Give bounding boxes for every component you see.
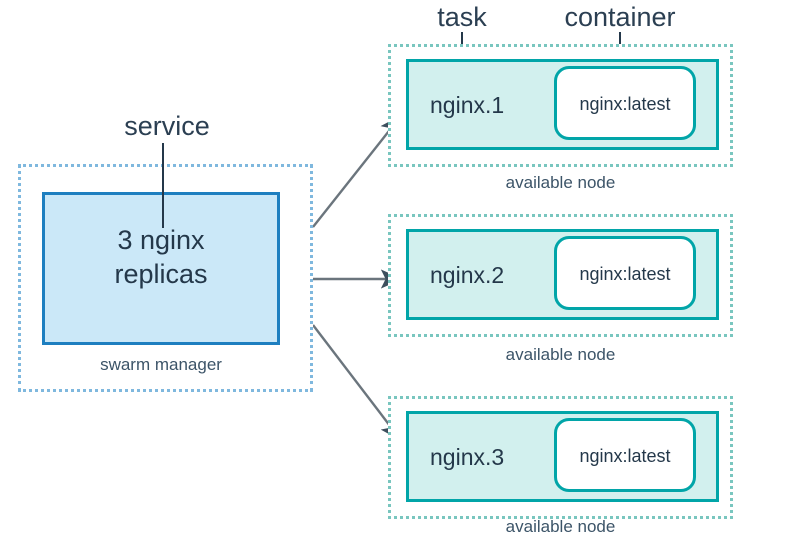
container-box-2[interactable] xyxy=(554,236,696,310)
service-box[interactable] xyxy=(42,192,280,345)
task-label-1: nginx.1 xyxy=(430,92,505,118)
container-box-1[interactable] xyxy=(554,66,696,140)
task-label-3: nginx.3 xyxy=(430,444,505,470)
container-label-3: nginx:latest xyxy=(579,446,671,466)
container-label-1: nginx:latest xyxy=(579,94,671,114)
callout-label-service: service xyxy=(124,111,210,141)
arrow-service-to-node-1 xyxy=(312,115,402,228)
callout-label-container: container xyxy=(564,2,676,32)
task-label-2: nginx.2 xyxy=(430,262,505,288)
container-label-2: nginx:latest xyxy=(579,264,671,284)
available-node-caption-2: available node xyxy=(505,345,616,364)
leader-line-service xyxy=(162,143,164,228)
available-node-caption-3: available node xyxy=(505,517,616,536)
callout-label-task: task xyxy=(437,2,487,32)
container-box-3[interactable] xyxy=(554,418,696,492)
service-box-label: 3 nginx replicas xyxy=(114,225,208,289)
arrow-service-to-node-3 xyxy=(312,324,402,441)
swarm-manager-caption: swarm manager xyxy=(100,355,222,374)
available-node-caption-1: available node xyxy=(505,173,616,192)
